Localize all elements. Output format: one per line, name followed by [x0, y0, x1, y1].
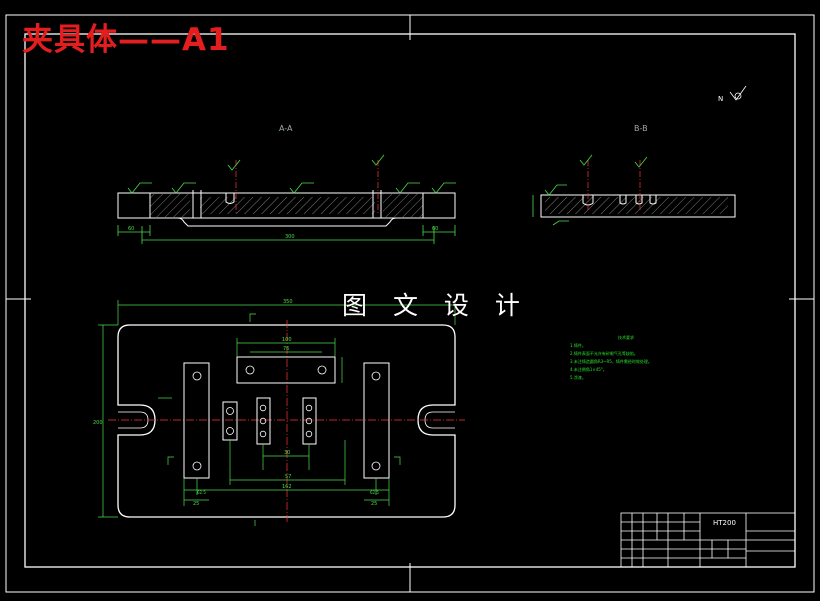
notes-line: 2.铸件表面不允许有砂眼气孔等缺陷。	[570, 351, 638, 356]
plan-height-dim: 200	[93, 420, 103, 426]
plan-slot-width-right: 25	[371, 501, 377, 507]
title-block	[620, 512, 796, 568]
plan-overall-dim: 350	[283, 299, 293, 305]
section-aa-label: A-A	[279, 124, 293, 133]
section-bb-label: B-B	[634, 124, 648, 133]
notes-line: 1.铸件。	[570, 343, 586, 348]
plan-left-offset-dim: 62.5	[197, 490, 206, 495]
drawing-title: 夹具体——A1	[22, 22, 230, 58]
plan-slot-width-left: 25	[193, 501, 199, 507]
plan-top-bar-outer-dim: 100	[282, 337, 292, 343]
material-label: HT200	[713, 519, 736, 527]
notes-line: 3.未注铸造圆角R3~R5，铸件需经时效处理。	[570, 359, 652, 364]
plan-gap-dim: 57	[285, 474, 291, 480]
notes-line: 5.涂漆。	[570, 375, 586, 380]
section-aa-view: 300 60 60	[117, 154, 456, 244]
notes-heading: 技术要求	[618, 335, 634, 340]
technical-notes: 技术要求 1.铸件。 2.铸件表面不允许有砂眼气孔等缺陷。 3.未注铸造圆角R3…	[570, 334, 652, 382]
watermark-text: 图 文 设 计	[342, 291, 529, 320]
notes-line: 4.未注倒角1×45°。	[570, 367, 607, 372]
plan-center-dim: 30	[284, 450, 290, 456]
section-bb-view	[532, 154, 736, 226]
plan-inner-dim: 162	[282, 484, 292, 490]
plan-right-offset-dim: 62.5	[370, 490, 379, 495]
aa-left-dim: 60	[128, 226, 134, 232]
roughness-note	[729, 85, 747, 101]
roughness-note-label: N	[718, 95, 723, 103]
aa-overall-dim: 300	[285, 234, 295, 240]
plan-top-bar-dim: 76	[283, 346, 289, 352]
aa-right-dim: 60	[432, 226, 438, 232]
plan-view: 350 200 100 76 162 25 25 30 57 62.5 62.5	[93, 299, 465, 526]
